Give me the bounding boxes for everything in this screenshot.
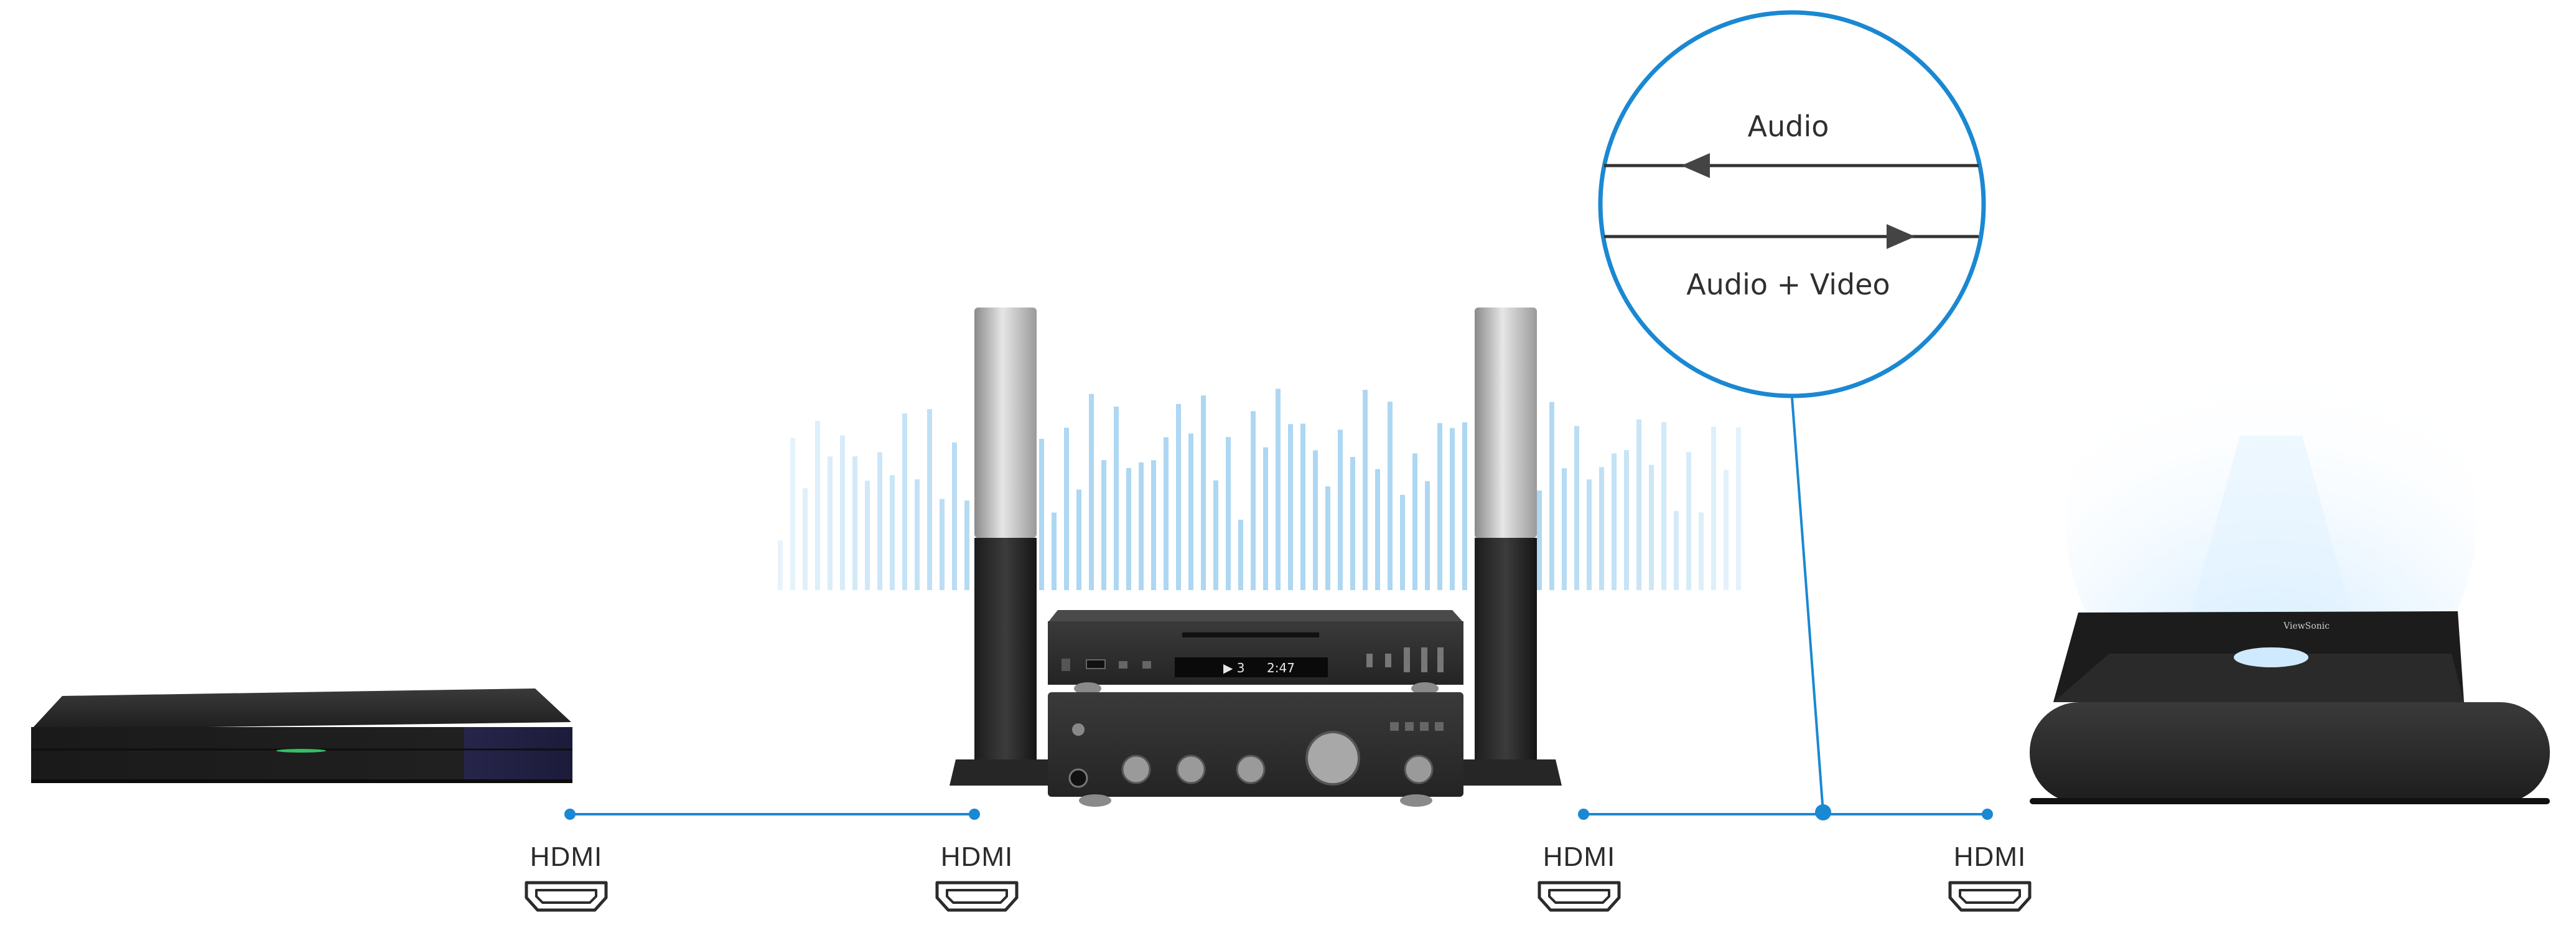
hdmi-port-icon xyxy=(935,881,1019,912)
visualizer-bar xyxy=(1213,480,1218,590)
visualizer-bar xyxy=(1263,447,1268,590)
visualizer-bar xyxy=(1164,437,1169,590)
signal-direction-callout xyxy=(1598,10,1986,398)
media-player-icon xyxy=(31,688,572,783)
visualizer-bar xyxy=(915,479,920,590)
visualizer-bar xyxy=(1636,419,1641,590)
visualizer-bar xyxy=(1661,422,1666,590)
visualizer-bar xyxy=(1537,491,1542,590)
visualizer-bar xyxy=(1276,388,1281,590)
hdmi-label: HDMI xyxy=(530,842,603,872)
visualizer-bar xyxy=(1139,462,1144,590)
visualizer-bar xyxy=(1313,450,1318,590)
arrow-right-icon xyxy=(1887,224,1915,249)
visualizer-bar xyxy=(1549,402,1554,590)
visualizer-bar xyxy=(927,409,932,590)
visualizer-bar xyxy=(1350,457,1355,590)
visualizer-bar xyxy=(1462,422,1467,590)
visualizer-bar xyxy=(1562,468,1567,590)
hdmi-port-icon xyxy=(1538,881,1621,912)
visualizer-bar xyxy=(1450,428,1455,590)
callout-audio-video-label: Audio + Video xyxy=(1686,268,1890,301)
cd-time: 2:47 xyxy=(1267,660,1295,675)
visualizer-bar xyxy=(1101,460,1106,590)
visualizer-bar xyxy=(840,435,845,590)
hdmi-port-icon xyxy=(1948,881,2032,912)
visualizer-bar xyxy=(964,500,969,590)
laser-projector-icon: ViewSonic xyxy=(2030,317,2550,804)
visualizer-bar xyxy=(877,452,882,590)
visualizer-bar xyxy=(1300,423,1305,590)
cd-track: ▶ 3 xyxy=(1223,660,1244,675)
visualizer-bar xyxy=(1338,430,1343,590)
visualizer-bar xyxy=(1699,512,1704,590)
hdmi-connection-lines xyxy=(564,397,1993,820)
visualizer-bar xyxy=(1437,423,1442,590)
visualizer-bar xyxy=(852,456,857,590)
visualizer-bar xyxy=(1587,479,1592,590)
projector-brand: ViewSonic xyxy=(2283,621,2330,631)
visualizer-bar xyxy=(1363,390,1368,590)
visualizer-bar xyxy=(1736,427,1741,590)
connector-dot xyxy=(969,809,980,820)
visualizer-bar xyxy=(1375,469,1380,590)
cd-display xyxy=(1175,657,1328,677)
visualizer-bar xyxy=(1674,510,1679,590)
visualizer-bar xyxy=(1724,469,1729,590)
visualizer-bar xyxy=(1151,460,1156,590)
visualizer-bar xyxy=(1288,424,1293,590)
visualizer-bar xyxy=(1425,481,1430,590)
visualizer-bar xyxy=(815,421,820,590)
visualizer-bar xyxy=(1064,428,1069,590)
visualizer-bar xyxy=(1686,452,1691,590)
visualizer-bar xyxy=(902,413,907,590)
hdmi-port-icon xyxy=(525,881,608,912)
visualizer-bar xyxy=(1412,453,1417,590)
visualizer-bar xyxy=(1711,426,1716,590)
visualizer-bar xyxy=(1388,402,1393,590)
visualizer-bar xyxy=(1251,411,1256,590)
visualizer-bar xyxy=(1400,494,1405,590)
visualizer-bar xyxy=(865,481,870,590)
visualizer-bar xyxy=(1039,439,1044,590)
visualizer-bar xyxy=(790,438,795,590)
callout-audio-label: Audio xyxy=(1747,110,1829,143)
visualizer-bar xyxy=(778,540,783,590)
visualizer-bar xyxy=(1114,406,1119,590)
hdmi-label: HDMI xyxy=(940,842,1014,872)
visualizer-bar xyxy=(1126,467,1131,590)
left-speaker-icon xyxy=(950,308,1062,786)
visualizer-bar xyxy=(1201,395,1206,590)
visualizer-bar xyxy=(1325,486,1330,590)
right-speaker-icon xyxy=(1450,308,1562,786)
visualizer-bar xyxy=(1176,403,1181,590)
visualizer-bar xyxy=(1599,467,1604,590)
hdmi-label: HDMI xyxy=(1542,842,1616,872)
visualizer-bar xyxy=(1076,489,1081,590)
visualizer-bar xyxy=(1188,433,1193,590)
connector-dot xyxy=(1578,809,1589,820)
visualizer-bar xyxy=(940,499,945,590)
callout-pointer-line xyxy=(1791,397,1824,813)
visualizer-bar xyxy=(1238,519,1243,590)
audio-visualizer xyxy=(778,388,1741,590)
visualizer-bar xyxy=(1612,453,1617,590)
connector-dot xyxy=(1982,809,1993,820)
hdmi-label: HDMI xyxy=(1953,842,2027,872)
visualizer-bar xyxy=(890,475,895,590)
visualizer-bar xyxy=(803,488,808,590)
hifi-amplifier-with-speakers-icon: ▶ 3 2:47 xyxy=(1048,610,1463,807)
visualizer-bar xyxy=(952,442,957,590)
visualizer-bar xyxy=(1649,464,1654,590)
visualizer-bar xyxy=(1624,450,1629,590)
visualizer-bar xyxy=(1052,512,1057,590)
visualizer-bar xyxy=(1089,393,1094,590)
visualizer-bar xyxy=(828,456,833,590)
visualizer-bar xyxy=(1574,426,1579,590)
arrow-left-icon xyxy=(1681,153,1710,178)
connector-dot xyxy=(564,809,576,820)
visualizer-bar xyxy=(1226,437,1231,590)
